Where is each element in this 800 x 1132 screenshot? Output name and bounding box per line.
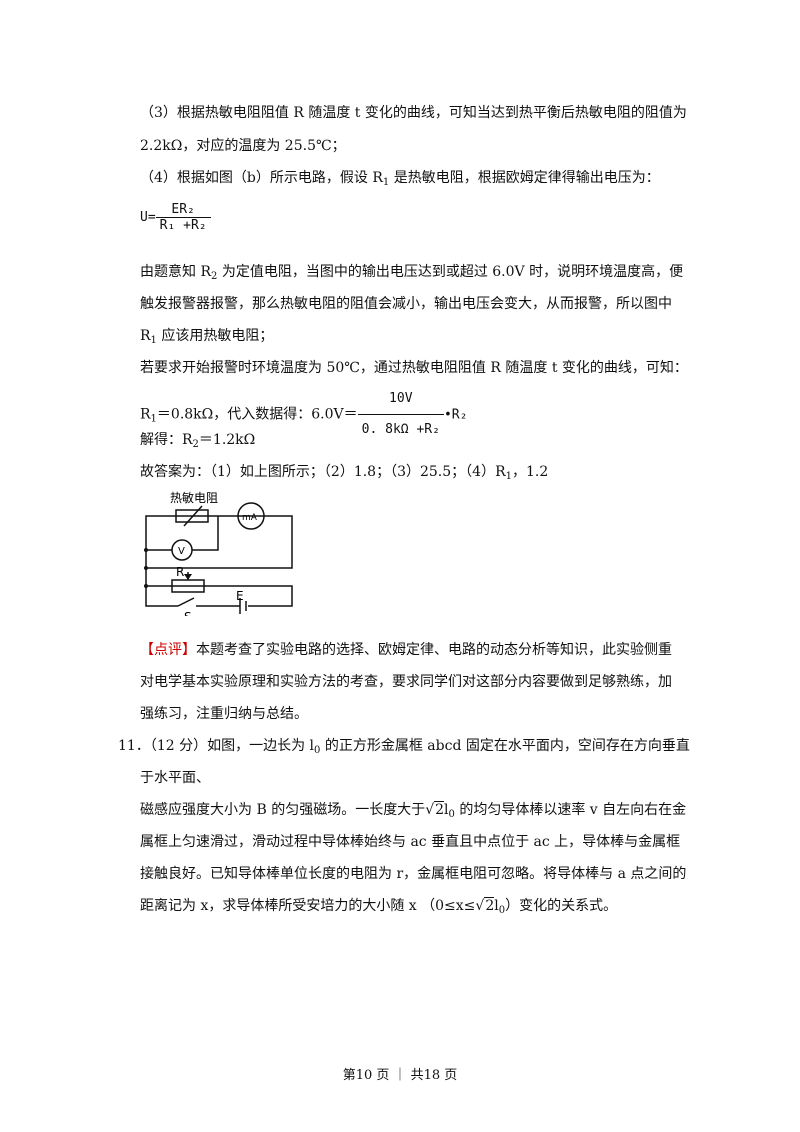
- comment-tag: 【点评】: [140, 642, 196, 658]
- label-thermistor: 热敏电阻: [170, 490, 218, 505]
- thermistor-symbol: [175, 509, 209, 523]
- text-line: 强练习，注重归纳与总结。: [140, 706, 308, 722]
- text-line: 对电学基本实验原理和实验方法的考查，要求同学们对这部分内容要做到足够熟练，加: [140, 674, 672, 690]
- label-rheostat: R: [176, 565, 184, 579]
- comment-line: 【点评】本题考查了实验电路的选择、欧姆定律、电路的动态分析等知识，此实验侧重: [140, 642, 672, 658]
- text-line: 触发报警器报警，那么热敏电阻的阻值会减小，输出电压会变大，从而报警，所以图中: [140, 296, 672, 312]
- circuit-diagram: 热敏电阻 mA V R S E: [144, 490, 293, 616]
- milliammeter-symbol: [237, 502, 265, 530]
- text-line: 由题意知 R2 为定值电阻，当图中的输出电压达到或超过 6.0V 时，说明环境温…: [140, 264, 684, 282]
- label-battery: E: [236, 589, 244, 603]
- text-line: 解得：R2＝1.2kΩ: [140, 432, 256, 450]
- text-line: 2.2kΩ，对应的温度为 25.5℃；: [140, 138, 346, 154]
- text-line: 接触良好。已知导体棒单位长度的电阻为 r，金属框电阻可忽略。将导体棒与 a 点之…: [140, 866, 687, 882]
- text-line: 属框上匀速滑过，滑动过程中导体棒始终与 ac 垂直且中点位于 ac 上，导体棒与…: [140, 834, 681, 850]
- label-milliammeter: mA: [242, 513, 258, 523]
- text-line: 磁感应强度大小为 B 的匀强磁场。一长度大于√2l0 的均匀导体棒以速率 v 自…: [140, 801, 687, 820]
- voltmeter-symbol: [171, 539, 193, 561]
- page-footer: 第10 页 ｜ 共18 页: [342, 1068, 458, 1083]
- label-switch: S: [184, 610, 192, 616]
- switch-symbol: [177, 597, 195, 607]
- text-line: 距离记为 x，求导体棒所受安培力的大小随 x （0≤x≤√2l0）变化的关系式。: [140, 897, 618, 916]
- text-line: （4）根据如图（b）所示电路，假设 R1 是热敏电阻，根据欧姆定律得输出电压为：: [140, 170, 660, 188]
- text-line: 若要求开始报警时环境温度为 50℃，通过热敏电阻阻值 R 随温度 t 变化的曲线…: [140, 360, 688, 376]
- text-line: 故答案为：（1）如上图所示；（2）1.8；（3）25.5；（4）R1，1.2: [140, 464, 549, 482]
- text-line: 于水平面、: [140, 770, 210, 786]
- label-voltmeter: V: [178, 546, 185, 557]
- question-11-line: 11．（12 分）如图，一边长为 l0 的正方形金属框 abcd 固定在水平面内…: [118, 738, 690, 756]
- text-line: （3）根据热敏电阻阻值 R 随温度 t 变化的曲线，可知当达到热平衡后热敏电阻的…: [140, 105, 687, 121]
- text-line: R1 应该用热敏电阻；: [140, 328, 274, 346]
